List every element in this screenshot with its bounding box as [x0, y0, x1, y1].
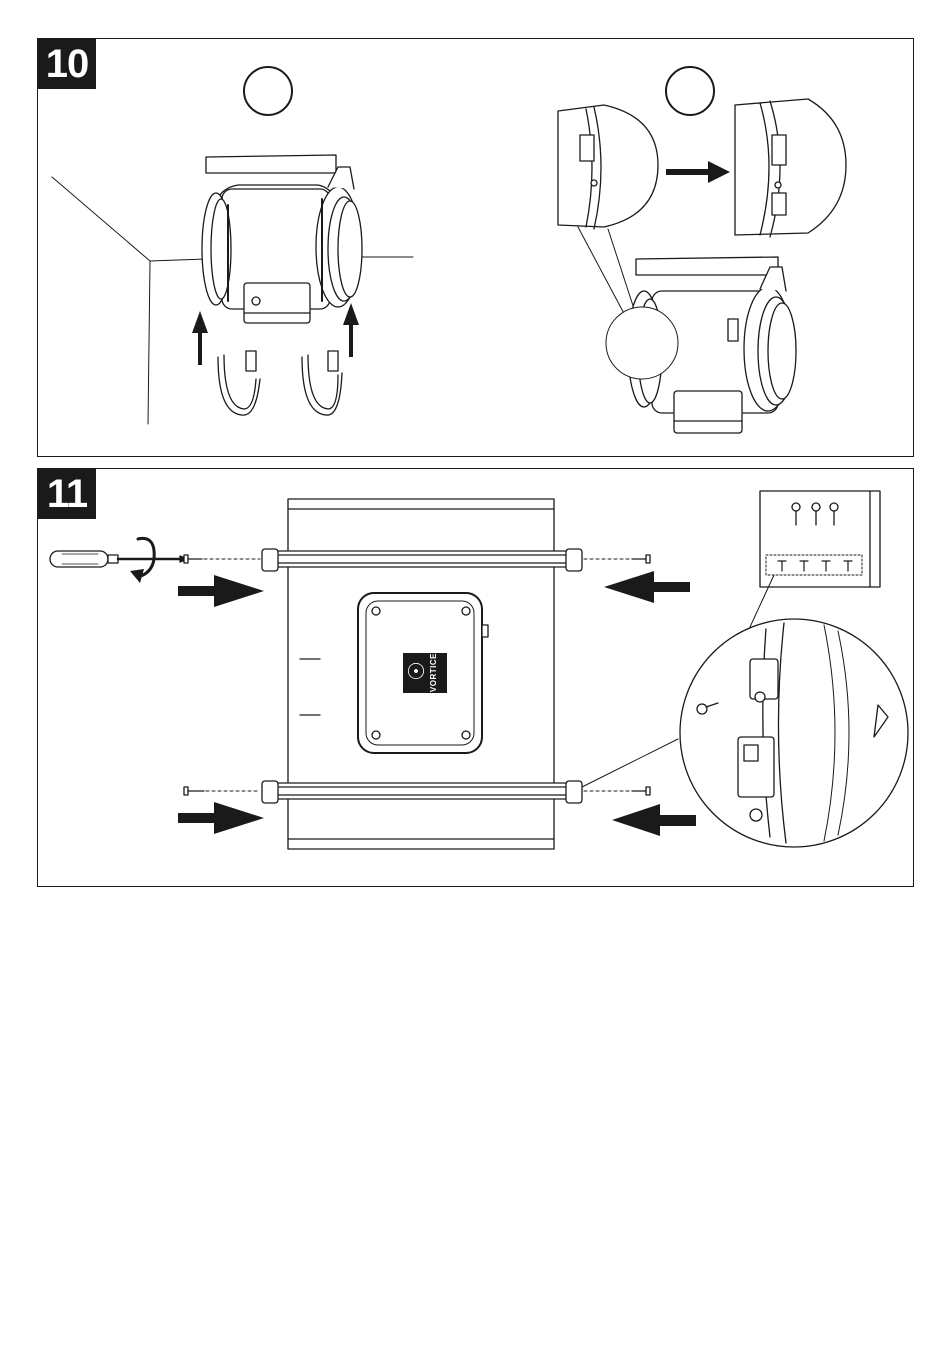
- circle-marker-icon: [244, 67, 292, 115]
- screwdriver-icon: [50, 551, 188, 567]
- step-10-panel: 10: [37, 38, 914, 457]
- step-10-illustration: [38, 39, 915, 458]
- right-arrow-icon: [178, 802, 264, 834]
- right-arrow-icon: [178, 575, 264, 607]
- screw-icon: [184, 555, 202, 563]
- up-arrow-icon: [192, 311, 208, 365]
- clamp-band-right: [302, 351, 342, 415]
- brand-logo-text: VORTICE: [429, 653, 438, 692]
- magnifier-callout-icon: [735, 99, 846, 237]
- clamp-band-left: [218, 351, 260, 415]
- magnifier-callout-icon: [558, 105, 658, 229]
- inline-fan-left: [202, 155, 362, 323]
- screw-icon: [184, 787, 204, 795]
- step-11-illustration: [38, 469, 915, 888]
- up-arrow-icon: [343, 303, 359, 357]
- vortice-logo: ☉ VORTICE: [403, 653, 447, 693]
- rotation-arrow-icon: [130, 538, 154, 583]
- screw-icon: [632, 787, 650, 795]
- step-11-panel: 11: [37, 468, 914, 887]
- screw-icon: [632, 555, 650, 563]
- circle-marker-icon: [666, 67, 714, 115]
- magnifier-callout-icon: [582, 619, 908, 847]
- right-arrow-icon: [666, 161, 730, 183]
- spiral-logo-icon: ☉: [403, 653, 429, 693]
- inline-fan-right: [606, 257, 796, 433]
- left-arrow-icon: [612, 804, 696, 836]
- left-arrow-icon: [604, 571, 690, 603]
